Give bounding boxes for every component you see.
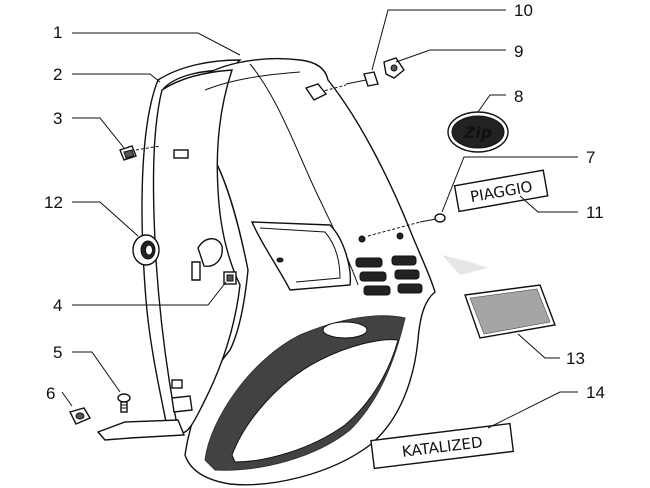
callout-5: 5 [53,343,62,362]
part-14-katalized-decal: KATALIZED [370,422,515,470]
part-10-screw [319,71,379,93]
callout-13: 13 [566,349,585,368]
part-13-mesh-grille [442,255,556,339]
part-3-clip [119,145,161,161]
callout-7: 7 [586,148,595,167]
part-5-screw [117,393,131,413]
callout-12: 12 [44,193,63,212]
callout-9: 9 [514,42,523,61]
leader-lines [61,9,578,429]
zip-logo-text: Zip [463,123,493,142]
part-8-zip-logo: Zip [447,111,509,153]
callout-8: 8 [514,87,523,106]
callout-3: 3 [53,109,62,128]
callout-4: 4 [53,296,62,315]
part-9-nut [383,57,405,79]
callout-2: 2 [53,65,62,84]
callout-14: 14 [586,383,605,402]
part-7-screw [367,213,446,237]
part-6-clip-nut [68,407,92,425]
horn-grille [355,255,423,296]
callout-numbers: 1 2 3 12 4 5 6 10 9 8 7 11 13 14 [44,1,605,403]
callout-10: 10 [514,1,533,20]
callout-11: 11 [586,203,604,222]
front-shield-body [96,57,436,486]
part-11-piaggio-decal: PIAGGIO [453,169,549,213]
part-4-nut [223,271,237,285]
part-12-grommet [132,234,160,266]
callout-1: 1 [53,23,62,42]
callout-6: 6 [46,384,55,403]
